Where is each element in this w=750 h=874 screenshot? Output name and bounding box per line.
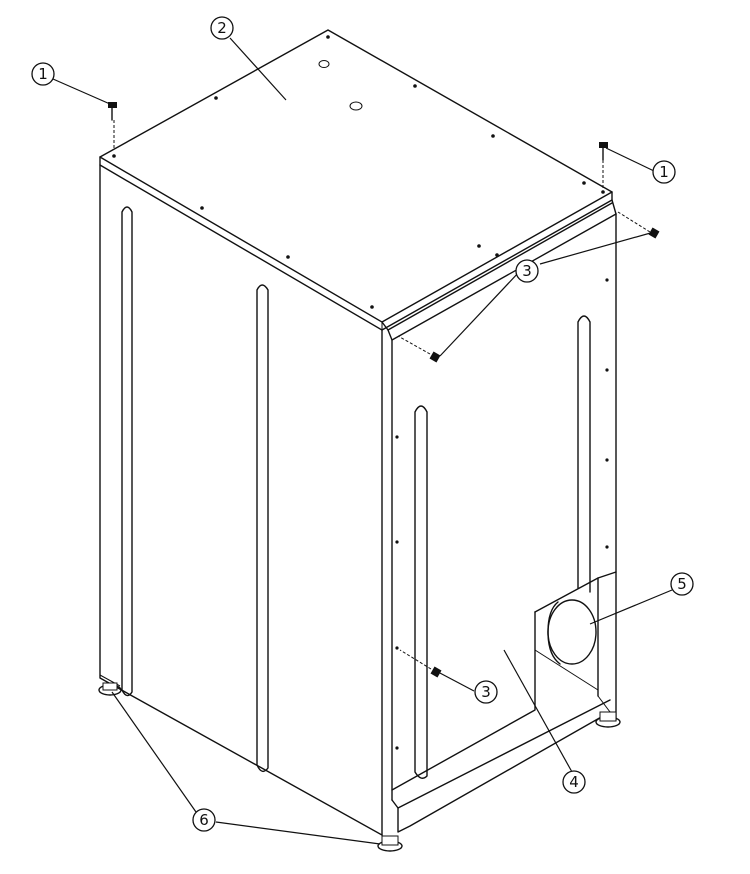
callout-label: 5 (677, 575, 687, 593)
callout-1-top-left: 1 (31, 62, 55, 86)
screws (108, 102, 660, 678)
callout-5-exhaust-duct: 5 (670, 572, 694, 596)
callout-label: 3 (481, 683, 491, 701)
screw-rear-lower (399, 649, 442, 678)
callout-label: 1 (38, 65, 48, 83)
callout-label: 2 (217, 19, 227, 37)
screw-rear-top-right (617, 211, 660, 239)
callout-3-upper: 3 (515, 259, 539, 283)
leveling-feet (98, 682, 621, 852)
leader-lines (52, 37, 673, 845)
callout-6-feet: 6 (192, 808, 216, 832)
callout-4-back-panel: 4 (562, 770, 586, 794)
callout-2-top-panel: 2 (210, 16, 234, 40)
callout-label: 4 (569, 773, 579, 791)
callout-1-top-right: 1 (652, 160, 676, 184)
screw-rear-top-left (397, 335, 441, 363)
top-panel (99, 29, 613, 331)
back-panel (381, 199, 617, 833)
left-side-panel (99, 164, 383, 836)
callout-label: 6 (199, 811, 209, 829)
screw-top-left (108, 102, 117, 150)
callout-label: 3 (522, 262, 532, 280)
exhaust-duct (547, 599, 597, 665)
screw-top-right (599, 142, 608, 188)
callout-3-lower: 3 (474, 680, 498, 704)
callout-label: 1 (659, 163, 669, 181)
